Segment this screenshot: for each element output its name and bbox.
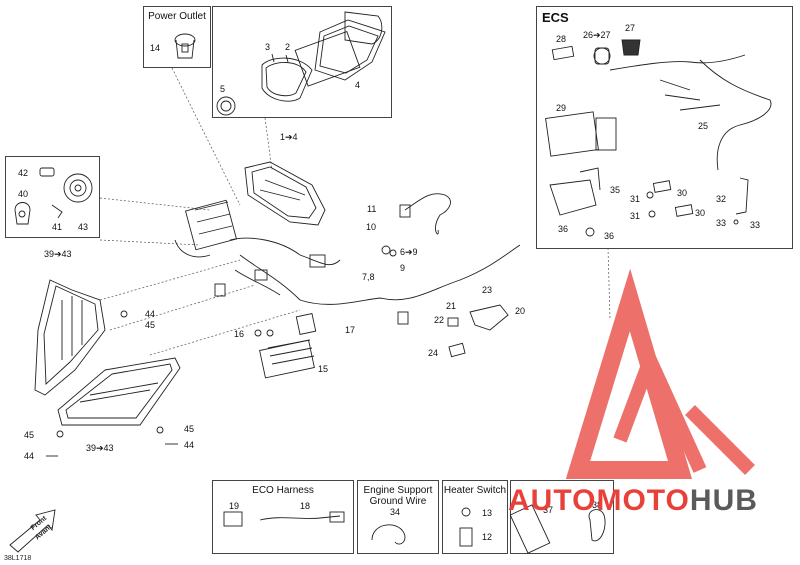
frame-title-ecs: ECS	[542, 10, 569, 25]
callout-33-b: 33	[750, 220, 761, 230]
callout-29: 29	[556, 103, 567, 113]
automotohub-logo-mark	[565, 268, 755, 479]
callout-2: 2	[285, 42, 291, 52]
voltage-regulator-part	[254, 312, 317, 379]
heater-accessory-parts	[509, 504, 606, 554]
watermark-part-hub: HUB	[689, 484, 758, 517]
callout-26-27: 26➔27	[583, 30, 611, 40]
callout-6-9: 6➔9	[400, 247, 418, 257]
callout-45-a: 45	[145, 320, 156, 330]
frame-title-heater-switch: Heater Switch	[443, 485, 507, 496]
callout-44-c: 44	[184, 440, 195, 450]
callout-36-b: 36	[604, 231, 615, 241]
main-harness-part	[174, 199, 521, 305]
callout-25: 25	[698, 121, 709, 131]
callout-40: 40	[18, 189, 29, 199]
callout-11: 11	[367, 204, 377, 214]
callout-35: 35	[610, 185, 621, 195]
callout-24: 24	[428, 348, 439, 358]
callout-14: 14	[150, 43, 161, 53]
front-arrow-icon	[9, 509, 56, 553]
frame-title-engine-support: Engine Support	[363, 485, 433, 496]
headlight-lens-part	[57, 357, 181, 426]
power-outlet-part	[174, 33, 196, 59]
drawing-reference-code: 38L1718	[4, 555, 32, 562]
callout-15: 15	[318, 364, 329, 374]
callout-41: 41	[52, 222, 63, 232]
watermark-part-auto: AUTO	[508, 484, 597, 517]
callout-20: 20	[515, 306, 526, 316]
callout-22: 22	[434, 315, 445, 325]
callout-44-a: 44	[145, 309, 156, 319]
heater-switch-parts	[459, 507, 473, 547]
callout-45-b: 45	[24, 430, 35, 440]
callout-1-4: 1➔4	[280, 132, 298, 142]
engine-support-frame: Engine Support Ground Wire	[357, 480, 439, 554]
watermark-text: AUTOMOTOHUB	[508, 484, 758, 518]
ecs-parts	[545, 39, 772, 237]
callout-30-a: 30	[677, 188, 688, 198]
instrument-cluster-part	[244, 161, 326, 226]
bracket-parts	[397, 304, 509, 358]
callout-21: 21	[446, 301, 457, 311]
callout-30-b: 30	[695, 208, 706, 218]
callout-42: 42	[18, 168, 29, 178]
callout-39-43: 39➔43	[44, 249, 72, 259]
callout-18: 18	[300, 501, 311, 511]
callout-23: 23	[482, 285, 493, 295]
callout-27: 27	[625, 23, 636, 33]
callout-17: 17	[345, 325, 356, 335]
callout-31-a: 31	[630, 194, 641, 204]
callout-7-8: 7,8	[362, 272, 375, 282]
callout-38: 38	[592, 500, 603, 510]
frame-title-eco-harness: ECO Harness	[252, 485, 314, 496]
callout-39-43-b: 39➔43	[86, 443, 114, 453]
heater-accessories-frame	[510, 480, 614, 554]
frame-title-power-outlet: Power Outlet	[148, 11, 206, 22]
headlight-bulb-parts	[14, 167, 93, 225]
callout-19: 19	[229, 501, 240, 511]
callout-16: 16	[234, 329, 245, 339]
callout-4: 4	[355, 80, 361, 90]
power-outlet-frame: Power Outlet	[143, 6, 211, 68]
callout-36-a: 36	[558, 224, 569, 234]
callout-44-b: 44	[24, 451, 35, 461]
callout-3: 3	[265, 42, 271, 52]
callout-10: 10	[366, 222, 377, 232]
callout-5: 5	[220, 84, 226, 94]
ecs-frame: ECS	[536, 6, 793, 249]
cable-coil-part	[381, 193, 451, 257]
callout-12: 12	[482, 532, 493, 542]
callout-43: 43	[78, 222, 89, 232]
fastener-parts	[46, 310, 178, 457]
callout-33-a: 33	[716, 218, 727, 228]
heater-switch-frame: Heater Switch	[442, 480, 508, 554]
callout-34: 34	[390, 507, 401, 517]
callout-45-c: 45	[184, 424, 195, 434]
callout-13: 13	[482, 508, 493, 518]
eco-harness-parts	[223, 511, 345, 527]
ground-wire-part	[371, 524, 406, 545]
watermark-part-moto: MOTO	[596, 484, 690, 517]
callout-31-b: 31	[630, 211, 641, 221]
gauge-cluster-part	[216, 11, 386, 116]
callout-32: 32	[716, 194, 727, 204]
callout-9: 9	[400, 263, 406, 273]
callout-28: 28	[556, 34, 567, 44]
headlight-housing-part	[34, 279, 106, 396]
callout-37: 37	[543, 505, 554, 515]
frame-title-ground-wire: Ground Wire	[369, 496, 427, 507]
